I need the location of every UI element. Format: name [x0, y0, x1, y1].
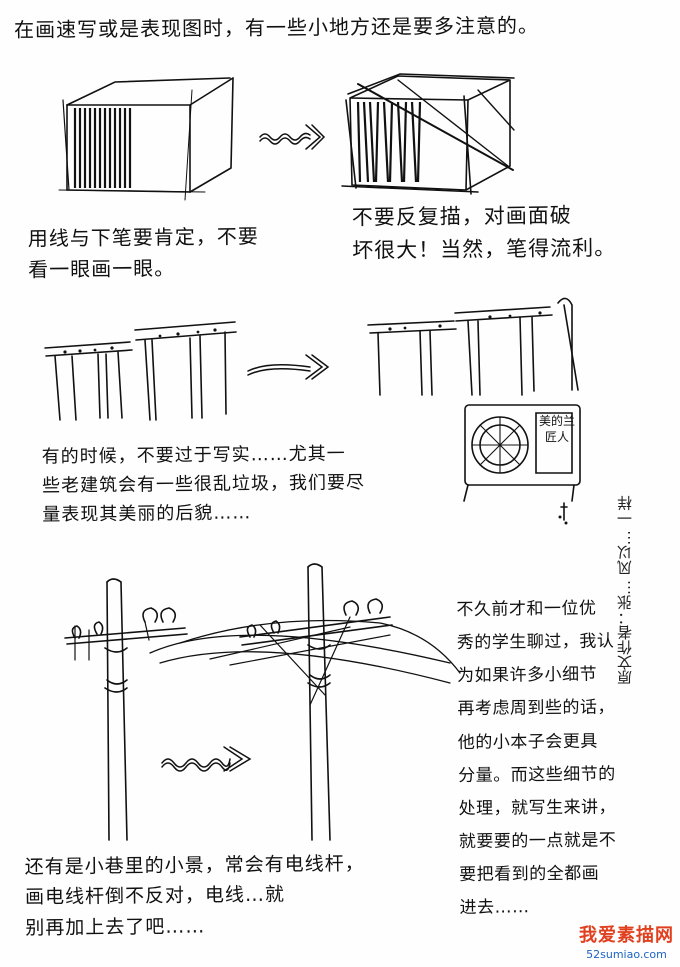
pole-sketch-right [150, 555, 470, 845]
arrow-icon [246, 345, 331, 385]
watermark-logo: 我爱素描网 52sumiao.com [579, 921, 674, 961]
watermark-url: 52sumiao.com [586, 948, 667, 961]
eaves-sketch-right [360, 295, 600, 525]
pole-sketch-left [45, 570, 205, 845]
watermark-name: 我爱素描网 [579, 925, 674, 946]
cube-sketch-bad [338, 70, 523, 220]
note-eaves: 有的时候，不要过于写实……尤其一 些老建筑会有一些很乱垃圾，我们要尽 量表现其美… [41, 443, 366, 526]
page-title: 在画速写或是表现图时，有一些小地方还是要多注意的。 [13, 13, 540, 42]
note-bottom-left: 还有是小巷里的小景，常会有电线杆， 画电线杆倒不反对，电线…就 别再加上去了吧…… [24, 852, 365, 940]
eaves-sketch-left [40, 300, 240, 425]
arrow-icon [160, 735, 255, 775]
side-signature-note: 原文作者：张… 风以… 一样 [616, 495, 634, 685]
note-cube-left: 用线与下笔要肯定，不要 看一眼画一眼。 [27, 224, 259, 282]
cube-sketch-good [55, 60, 245, 210]
note-cube-right: 不要反复描，对画面破 坏很大！当然，笔得流利。 [351, 203, 617, 263]
ac-brand-label: 美的兰 匠人 [538, 414, 575, 445]
arrow-icon [258, 115, 328, 155]
